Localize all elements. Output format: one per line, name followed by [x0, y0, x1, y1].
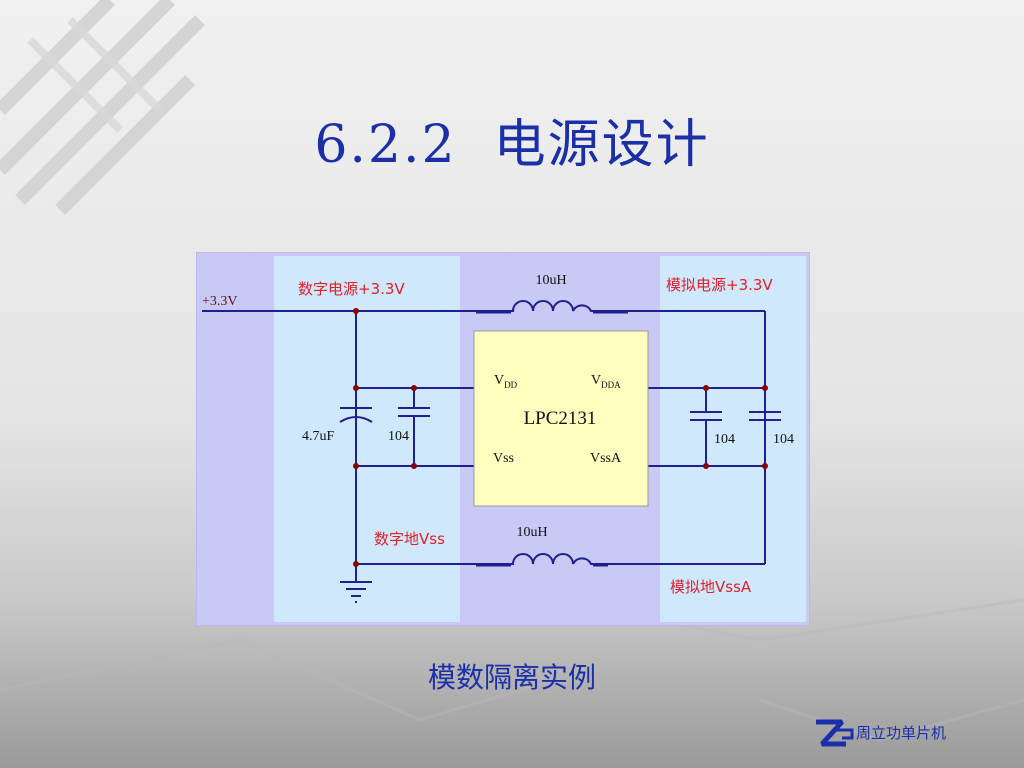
analog-ground-label: 模拟地VssA [670, 578, 752, 596]
bulk-capacitor-value: 4.7uF [302, 429, 335, 444]
junction-dot [411, 385, 417, 391]
analog-bypass-capacitor-2 [749, 411, 781, 466]
bottom-inductor-value: 10uH [516, 525, 547, 540]
analog-power-label: 模拟电源+3.3V [666, 276, 773, 294]
analog-zone [660, 256, 806, 622]
bottom-inductor [476, 553, 608, 567]
chip-name: LPC2131 [524, 408, 597, 429]
input-voltage-label: +3.3V [202, 294, 238, 309]
junction-dot [762, 463, 768, 469]
digital-bypass-value: 104 [388, 429, 409, 444]
junction-dot [353, 561, 359, 567]
junction-dot [411, 463, 417, 469]
circuit-diagram: LPC2131 VDD VDDA Vss VssA +3.3V 数字电源+3.3… [196, 252, 810, 626]
brand-logo: 周立功单片机 [812, 716, 1012, 750]
junction-dot [703, 385, 709, 391]
lpc2131-chip [473, 330, 649, 507]
junction-dot [353, 308, 359, 314]
junction-dot [353, 385, 359, 391]
analog-bypass-value-2: 104 [773, 432, 794, 447]
top-inductor [476, 300, 628, 314]
analog-bypass-capacitor-1 [690, 411, 722, 421]
digital-power-label: 数字电源+3.3V [298, 280, 405, 298]
digital-bypass-capacitor [398, 407, 430, 417]
digital-ground-label: 数字地Vss [374, 530, 445, 548]
zlg-logo-icon [816, 719, 854, 747]
digital-zone [274, 256, 460, 622]
junction-dot [703, 463, 709, 469]
ground-icon [340, 581, 372, 603]
top-inductor-value: 10uH [535, 273, 566, 288]
junction-dot [353, 463, 359, 469]
diagram-caption: 模数隔离实例 [427, 661, 596, 694]
pin-vss: Vss [493, 451, 514, 466]
junction-dot [762, 385, 768, 391]
pin-vssa: VssA [590, 451, 622, 466]
pin-vdda: VDDA [591, 373, 621, 390]
brand-name: 周立功单片机 [856, 724, 947, 742]
pin-vdd: VDD [494, 373, 518, 390]
bulk-capacitor [339, 407, 373, 427]
slide-title: 6.2.2 电源设计 [314, 115, 710, 175]
analog-bypass-value-1: 104 [714, 432, 735, 447]
